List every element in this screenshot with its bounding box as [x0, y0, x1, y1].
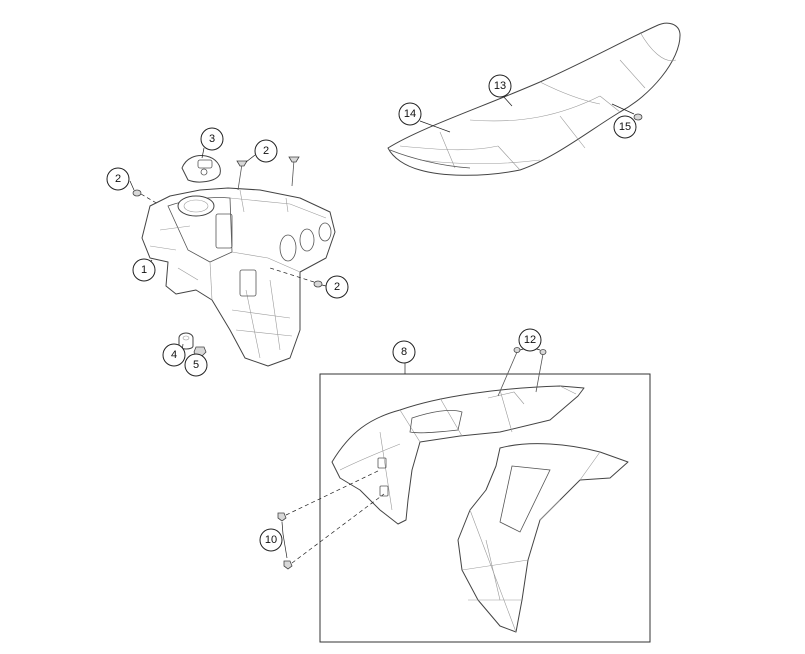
svg-text:15: 15	[619, 121, 631, 133]
spoiler-screw-upper	[277, 469, 381, 522]
svg-text:8: 8	[401, 346, 407, 358]
spoiler-screw-2	[535, 349, 547, 393]
svg-text:10: 10	[265, 534, 277, 546]
callout-2-top: 2	[254, 139, 278, 163]
callout-12: 12	[518, 328, 542, 352]
svg-text:3: 3	[209, 133, 215, 145]
spoiler-screw-lower	[283, 493, 385, 570]
callout-15: 15	[613, 115, 637, 139]
spoiler-screw-1	[497, 347, 521, 397]
spoiler-left	[331, 385, 585, 525]
svg-text:2: 2	[115, 173, 121, 185]
callout-2-left: 2	[106, 167, 130, 191]
svg-text:13: 13	[494, 80, 506, 92]
tank-screw-top-left	[236, 160, 248, 191]
fuel-cap-assembly	[181, 147, 221, 183]
callout-13: 13	[488, 74, 512, 98]
seat	[387, 22, 681, 176]
callout-14: 14	[398, 102, 422, 126]
svg-text:5: 5	[193, 359, 199, 371]
tank-screw-top-right	[288, 156, 300, 187]
callout-5: 5	[184, 353, 208, 377]
tank-screw-right	[269, 267, 323, 288]
seat-screw	[611, 103, 643, 121]
tank-screw-left	[132, 189, 159, 205]
callout-4: 4	[162, 343, 186, 367]
svg-text:2: 2	[334, 281, 340, 293]
callout-3: 3	[200, 127, 224, 151]
svg-text:12: 12	[524, 334, 536, 346]
callout-2-right: 2	[325, 275, 349, 299]
svg-text:2: 2	[263, 145, 269, 157]
spoiler-right	[457, 443, 629, 633]
fuel-tank	[141, 187, 336, 367]
callout-10: 10	[259, 528, 283, 552]
svg-text:4: 4	[171, 349, 177, 361]
callout-8: 8	[392, 340, 416, 364]
spoiler-group-frame	[319, 373, 651, 643]
callout-1: 1	[132, 258, 156, 282]
svg-text:1: 1	[141, 264, 147, 276]
svg-text:14: 14	[404, 108, 416, 120]
